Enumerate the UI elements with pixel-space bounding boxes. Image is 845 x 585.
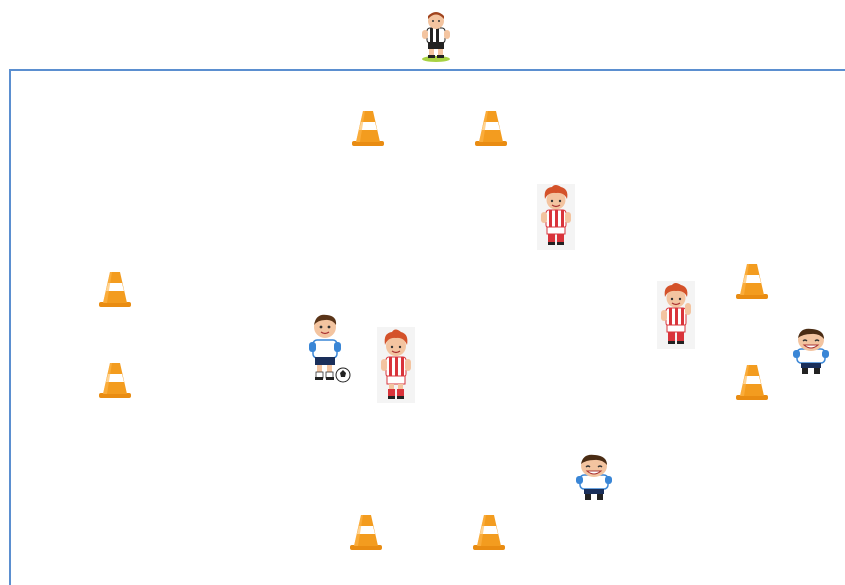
- red-player-icon: [537, 184, 575, 250]
- red-player-icon: [657, 281, 695, 349]
- cone-icon: [474, 109, 508, 147]
- cone-icon: [349, 513, 383, 551]
- cone-icon: [98, 361, 132, 399]
- cone-icon: [351, 109, 385, 147]
- referee-icon: [418, 10, 454, 62]
- cone-icon: [735, 363, 769, 401]
- red-player-icon: [377, 327, 415, 403]
- cone-icon: [98, 270, 132, 308]
- blue-player-icon: [791, 327, 833, 377]
- cone-icon: [472, 513, 506, 551]
- cone-icon: [735, 262, 769, 300]
- blue-player-with-ball-icon: [306, 312, 352, 384]
- field-boundary-top: [9, 69, 845, 71]
- blue-player-icon: [574, 453, 616, 503]
- field-boundary-left: [9, 69, 11, 585]
